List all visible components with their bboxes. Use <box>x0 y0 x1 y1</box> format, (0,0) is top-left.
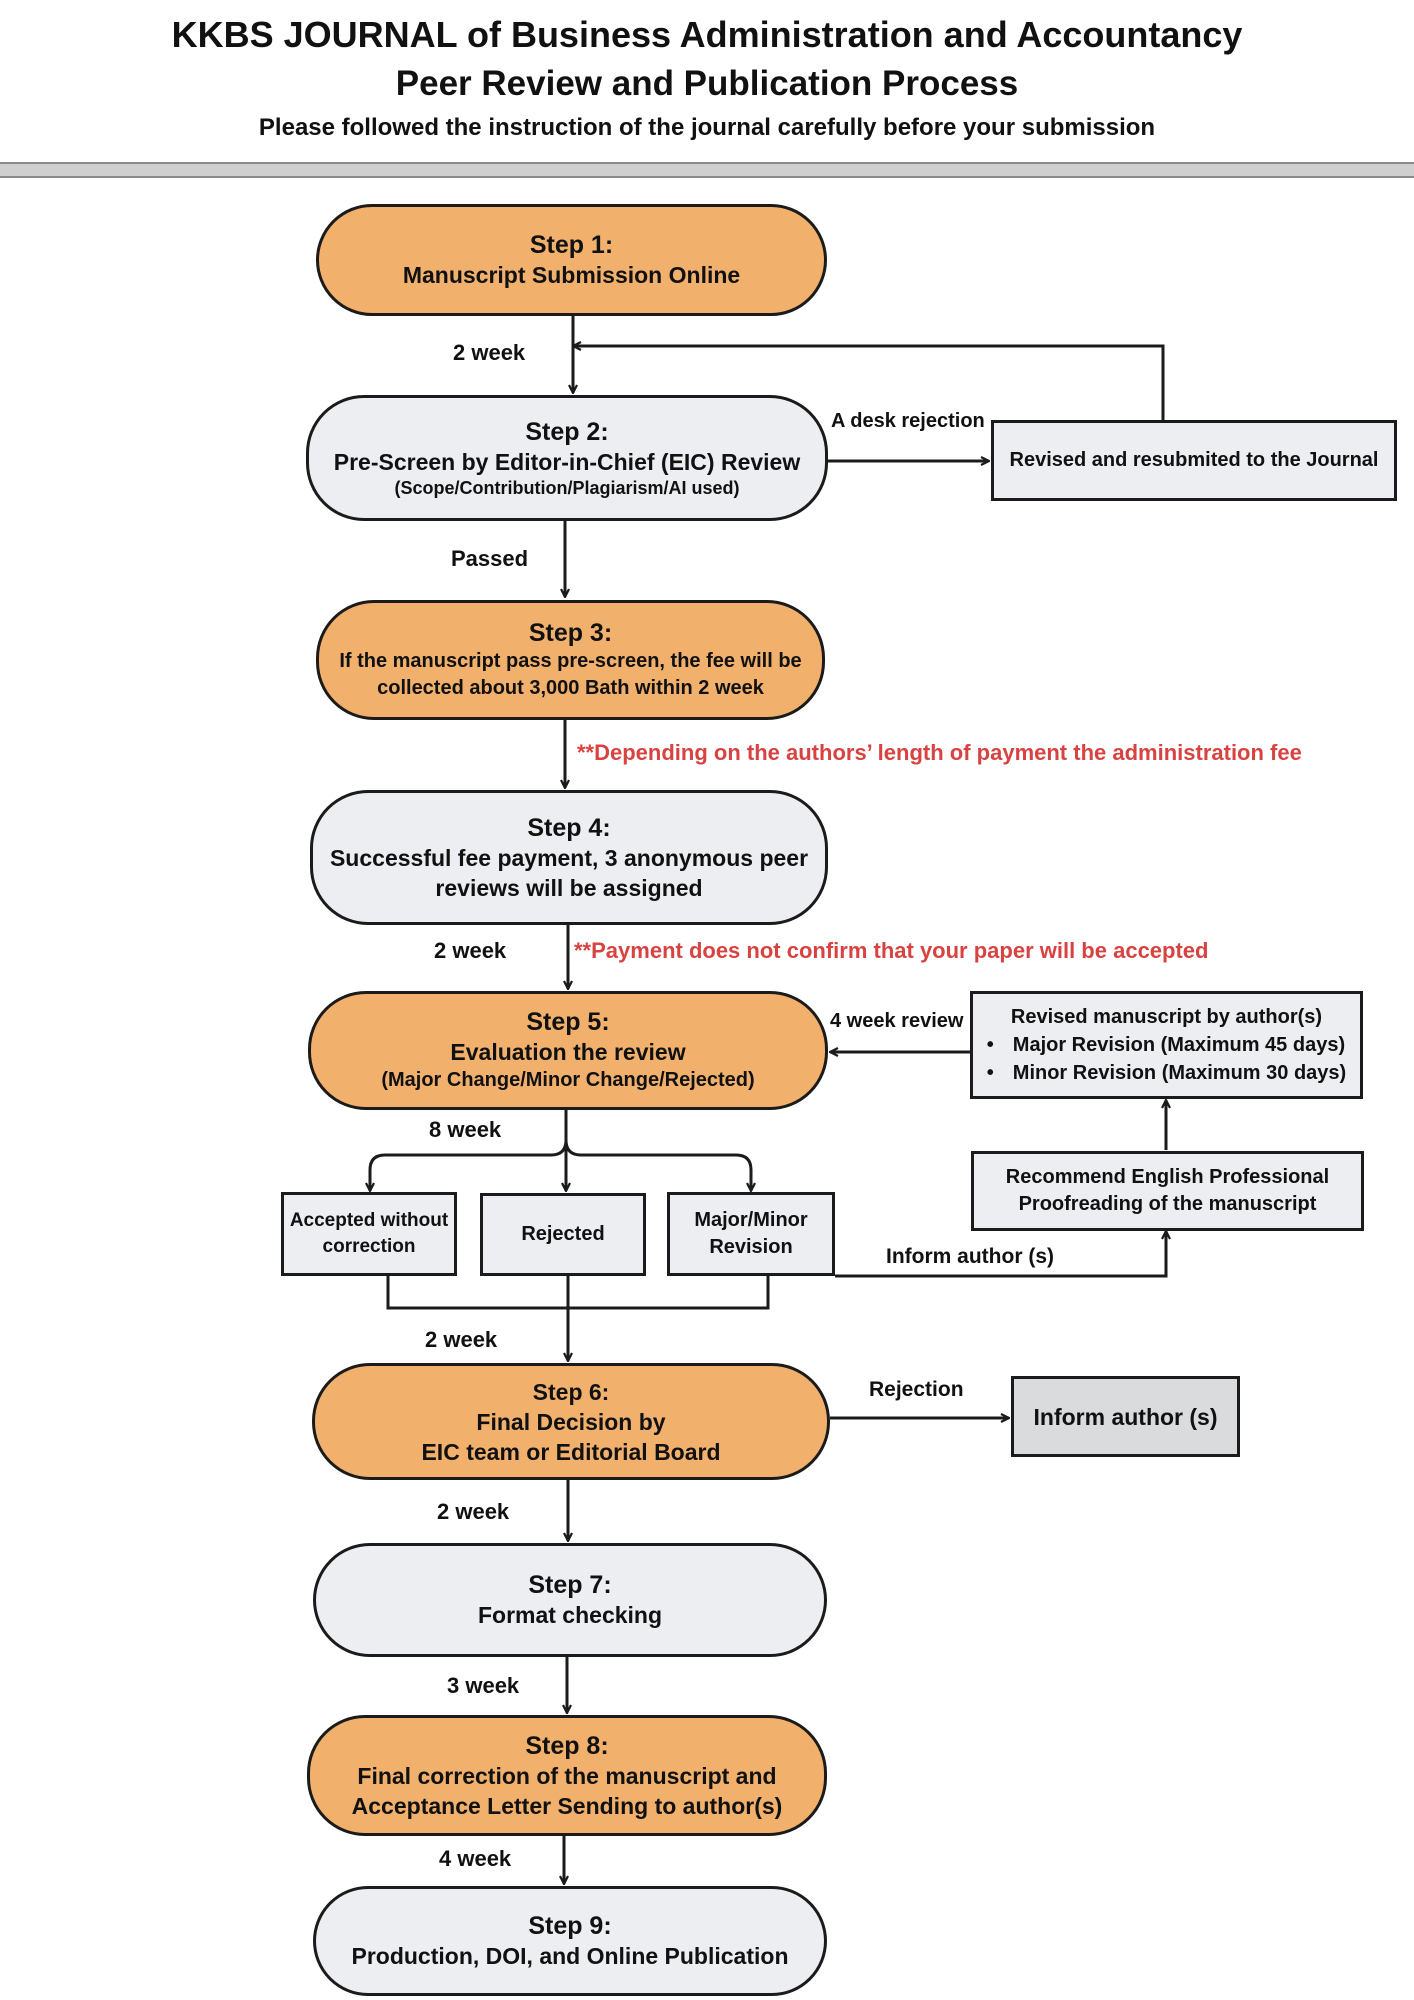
major-minor-box: Major/Minor Revision <box>667 1192 835 1276</box>
step-3-text-line1: If the manuscript pass pre-screen, the f… <box>339 650 802 672</box>
label-3-week: 3 week <box>447 1673 520 1698</box>
step-6-text-line1: Final Decision by <box>476 1408 666 1435</box>
resubmit-text: Revised and resubmited to the Journal <box>1009 449 1379 471</box>
label-passed: Passed <box>451 546 529 571</box>
arrow-inform-proofreading <box>835 1231 1166 1278</box>
inform-author-text: Inform author (s) <box>1033 1403 1218 1430</box>
label-rejection: Rejection <box>869 1378 964 1401</box>
process-title: Peer Review and Publication Process <box>395 64 1019 103</box>
step-2-detail: (Scope/Contribution/Plagiarism/AI used) <box>394 478 740 498</box>
arrow-step5-accepted <box>370 1110 568 1191</box>
arrow-resubmit-loop <box>573 346 1165 420</box>
step-1-text: Manuscript Submission Online <box>402 262 741 288</box>
merge-connector <box>386 1276 770 1310</box>
inform-author-box: Inform author (s) <box>1011 1376 1240 1457</box>
step-7-text: Format checking <box>477 1602 663 1628</box>
step-7-heading: Step 7: <box>528 1571 612 1599</box>
label-4-week: 4 week <box>439 1846 512 1871</box>
revision-minor: Minor Revision (Maximum 30 days) <box>987 1059 1346 1087</box>
step-2-node: Step 2: Pre-Screen by Editor-in-Chief (E… <box>306 395 828 521</box>
accepted-line2: correction <box>322 1236 416 1257</box>
step-9-text: Production, DOI, and Online Publication <box>351 1943 789 1969</box>
label-2-week-a: 2 week <box>453 340 526 365</box>
step-5-node: Step 5: Evaluation the review (Major Cha… <box>308 991 828 1110</box>
step-5-detail: (Major Change/Minor Change/Rejected) <box>381 1069 755 1091</box>
header-divider <box>0 162 1414 178</box>
step-6-heading: Step 6: <box>532 1378 610 1405</box>
label-2-week-c: 2 week <box>425 1327 498 1352</box>
step-1-heading: Step 1: <box>529 231 614 259</box>
arrow-step5-major <box>564 1139 751 1191</box>
step-6-node: Step 6: Final Decision by EIC team or Ed… <box>312 1363 830 1480</box>
step-8-node: Step 8: Final correction of the manuscri… <box>307 1715 827 1836</box>
note-payment-length: **Depending on the authors’ length of pa… <box>577 740 1302 765</box>
major-minor-line1: Major/Minor <box>694 1209 808 1231</box>
revision-list: Major Revision (Maximum 45 days) Minor R… <box>987 1031 1346 1087</box>
step-2-heading: Step 2: <box>525 418 609 446</box>
instruction-text: Please followed the instruction of the j… <box>258 114 1156 141</box>
label-2-week-d: 2 week <box>437 1499 510 1524</box>
step-6-text-line2: EIC team or Editorial Board <box>421 1438 721 1465</box>
step-9-node: Step 9: Production, DOI, and Online Publ… <box>313 1886 827 1996</box>
major-minor-line2: Revision <box>709 1236 793 1258</box>
step-8-text-line1: Final correction of the manuscript and <box>357 1762 777 1789</box>
revised-manuscript-box: Revised manuscript by author(s) Major Re… <box>970 991 1363 1099</box>
step-9-heading: Step 9: <box>528 1912 612 1940</box>
label-8-week: 8 week <box>429 1117 502 1142</box>
step-3-heading: Step 3: <box>528 619 613 647</box>
step-3-text-line2: collected about 3,000 Bath within 2 week <box>377 677 764 699</box>
rejected-text: Rejected <box>521 1223 605 1245</box>
step-8-heading: Step 8: <box>525 1731 609 1760</box>
step-4-heading: Step 4: <box>527 813 611 842</box>
revised-title: Revised manuscript by author(s) <box>1010 1005 1323 1028</box>
step-3-node: Step 3: If the manuscript pass pre-scree… <box>316 600 825 720</box>
journal-title: KKBS JOURNAL of Business Administration … <box>171 14 1243 55</box>
accepted-box: Accepted without correction <box>281 1192 457 1276</box>
step-1-node: Step 1: Manuscript Submission Online <box>316 204 827 316</box>
resubmit-box: Revised and resubmited to the Journal <box>991 420 1397 501</box>
label-desk-rejection: A desk rejection <box>831 410 985 432</box>
label-4-week-review: 4 week review <box>830 1010 964 1032</box>
label-2-week-b: 2 week <box>434 938 507 963</box>
proofreading-box: Recommend English Professional Proofread… <box>971 1151 1364 1231</box>
step-2-text: Pre-Screen by Editor-in-Chief (EIC) Revi… <box>333 449 801 475</box>
proofreading-line2: Proofreading of the manuscript <box>1018 1193 1317 1215</box>
revision-major: Major Revision (Maximum 45 days) <box>987 1031 1346 1059</box>
step-4-text-line1: Successful fee payment, 3 anonymous peer <box>329 844 809 871</box>
step-5-text: Evaluation the review <box>450 1039 686 1065</box>
label-inform-authors: Inform author (s) <box>886 1245 1054 1268</box>
step-7-node: Step 7: Format checking <box>313 1543 827 1657</box>
step-5-heading: Step 5: <box>526 1008 610 1036</box>
proofreading-line1: Recommend English Professional <box>1005 1166 1330 1188</box>
step-4-text-line2: reviews will be assigned <box>435 874 703 901</box>
step-4-node: Step 4: Successful fee payment, 3 anonym… <box>310 790 828 925</box>
step-8-text-line2: Acceptance Letter Sending to author(s) <box>351 1792 783 1819</box>
accepted-line1: Accepted without <box>289 1210 449 1231</box>
note-payment-not-confirm: **Payment does not confirm that your pap… <box>574 938 1209 963</box>
rejected-box: Rejected <box>480 1193 646 1276</box>
